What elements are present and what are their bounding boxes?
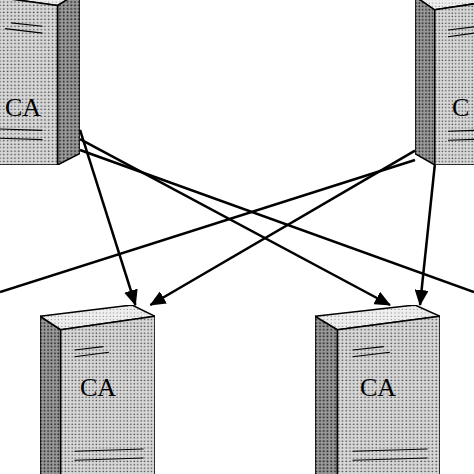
wire-offscreen — [0, 160, 415, 292]
server-tower — [0, 0, 80, 165]
arrow-connector — [420, 165, 435, 305]
server-label: CA — [5, 95, 41, 121]
arrow-connector — [150, 151, 415, 305]
server-node: CA — [0, 0, 80, 165]
server-label: CA — [80, 375, 116, 401]
wire-offscreen — [80, 150, 474, 292]
server-node: CA — [315, 305, 440, 474]
server-node: C — [415, 0, 474, 165]
arrow-connector — [80, 139, 390, 305]
server-tower — [415, 0, 474, 165]
server-label: C — [452, 95, 469, 121]
server-label: CA — [360, 375, 396, 401]
server-node: CA — [40, 305, 155, 474]
arrow-connector — [80, 130, 135, 305]
